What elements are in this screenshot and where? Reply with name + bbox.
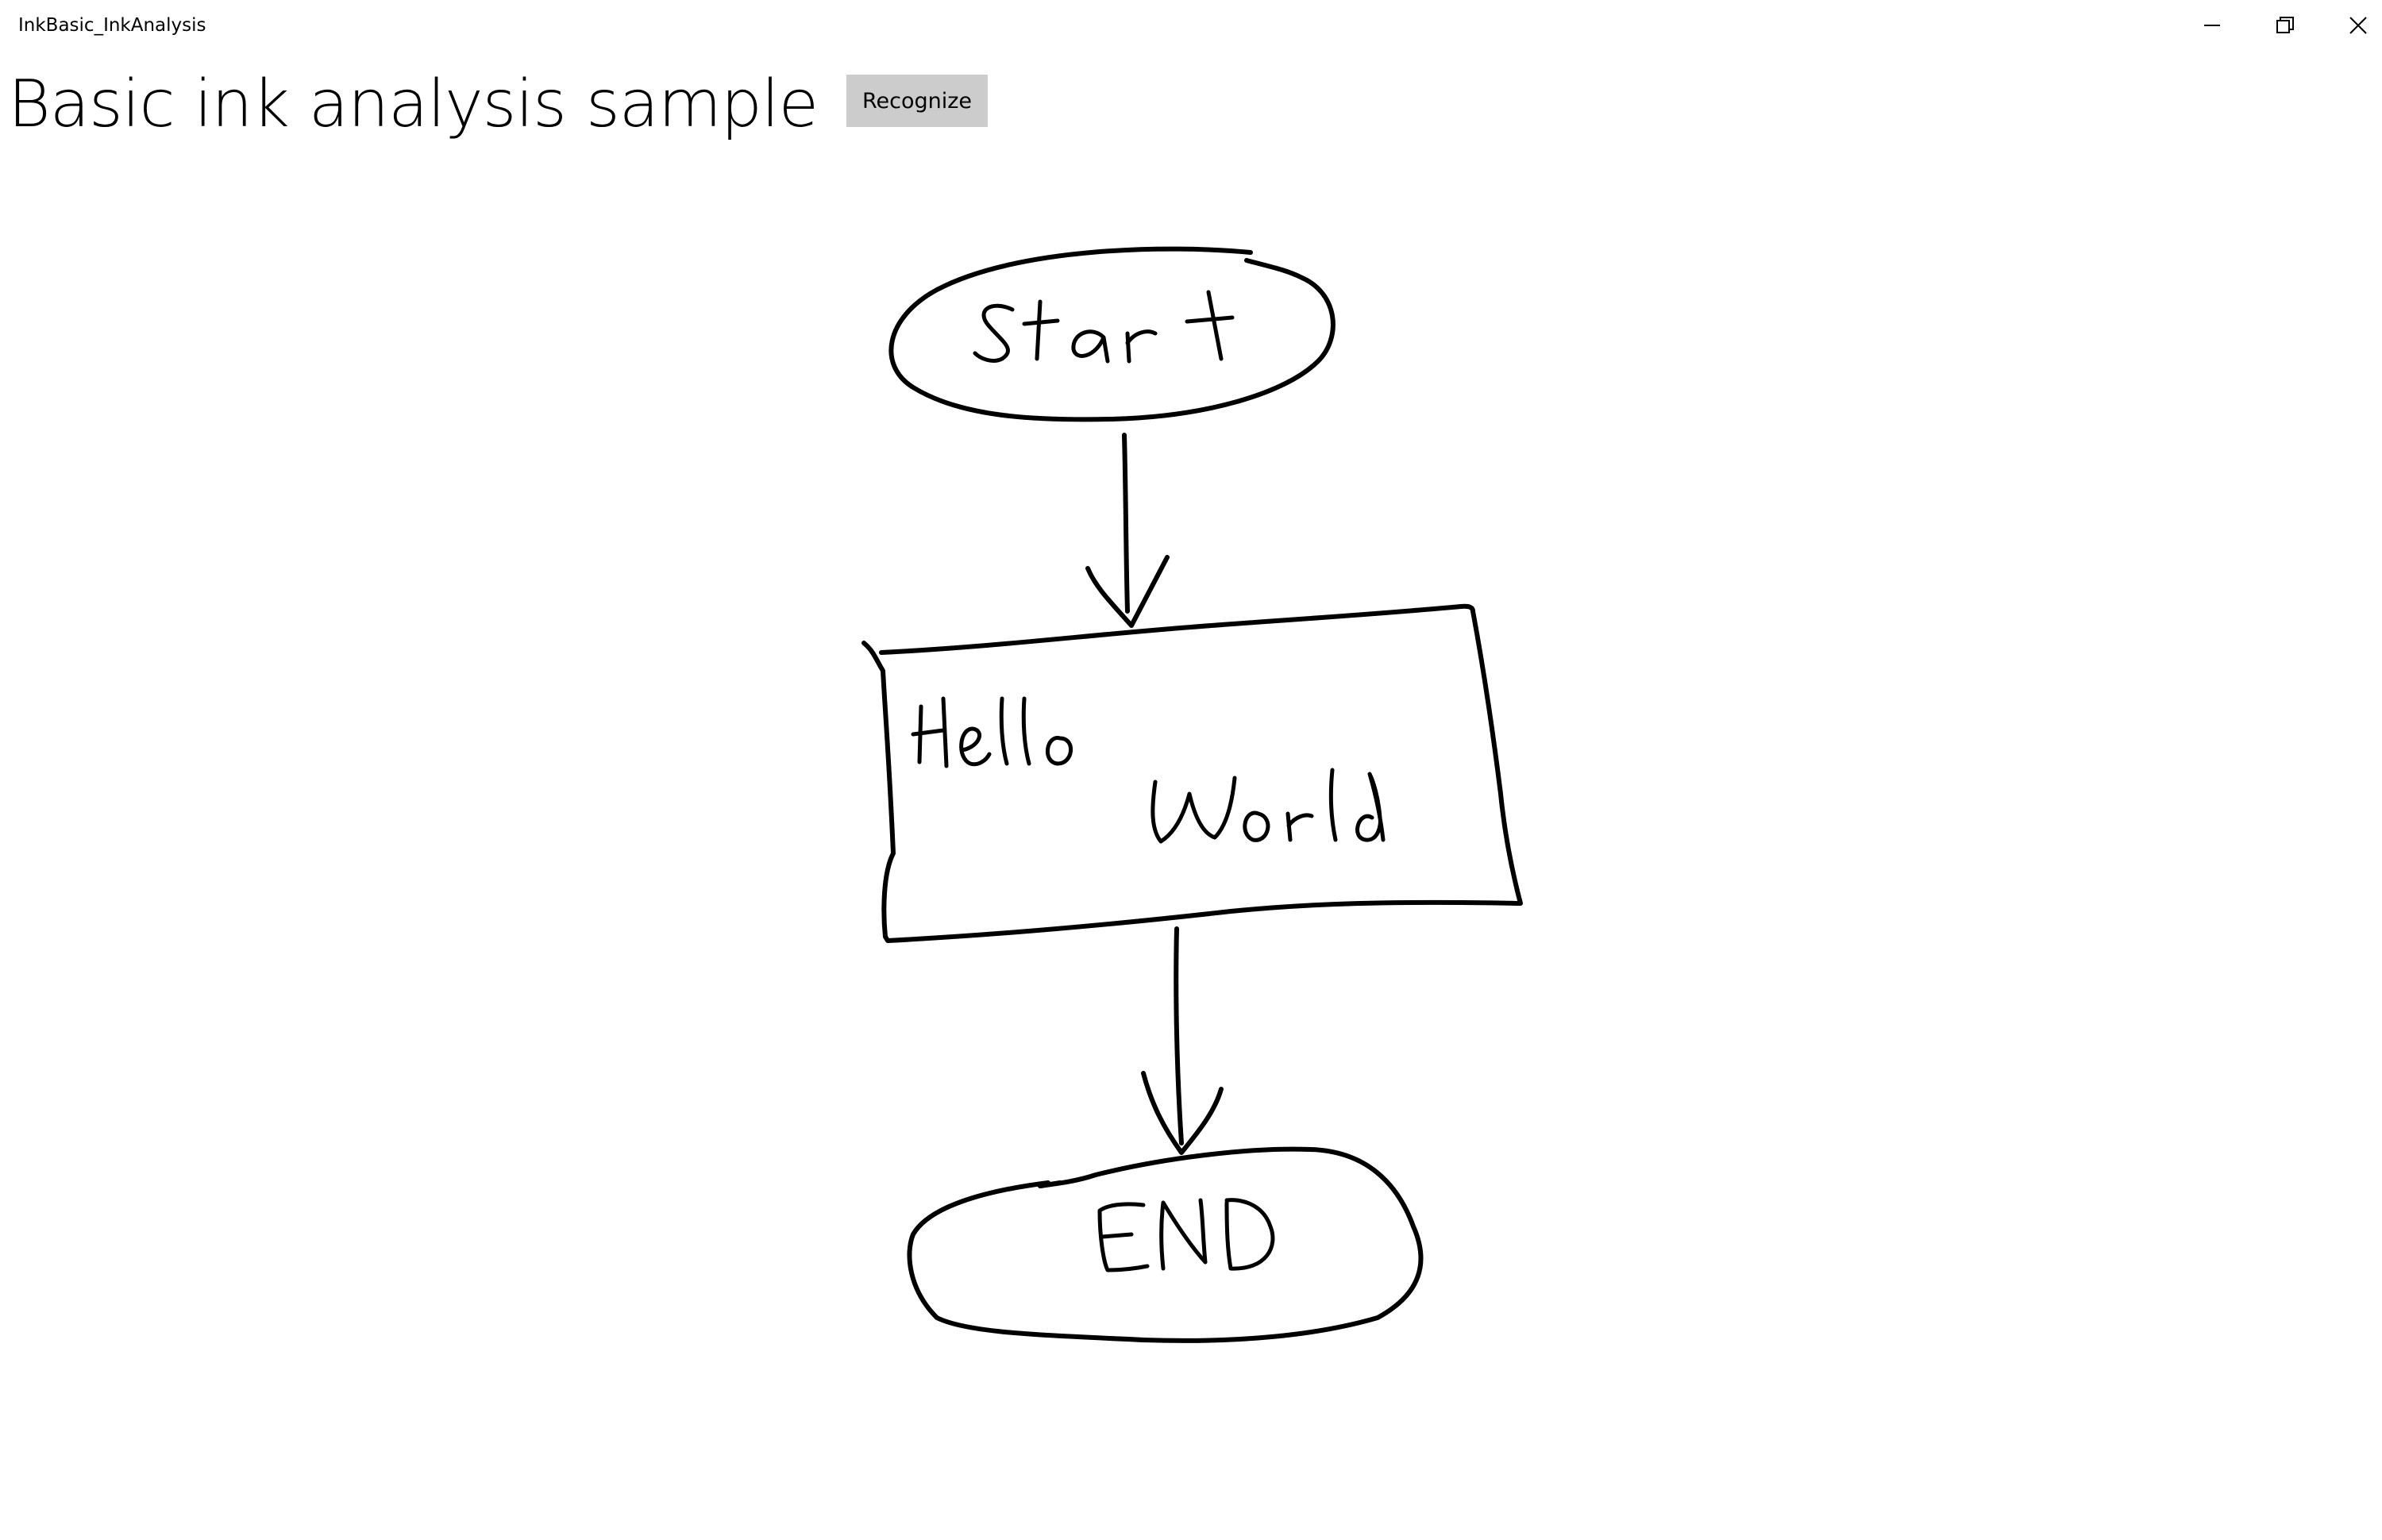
arrow-start-to-hello-shaft xyxy=(1122,433,1130,614)
minimize-button[interactable] xyxy=(2176,0,2249,51)
start-word-ink xyxy=(973,290,1235,364)
restore-icon xyxy=(2276,17,2294,33)
arrow-hello-to-end-head xyxy=(1141,1071,1224,1155)
restore-button[interactable] xyxy=(2249,0,2322,51)
page-title: Basic ink analysis sample xyxy=(8,67,819,142)
start-ellipse-stroke xyxy=(888,246,1336,422)
world-word-ink xyxy=(1151,768,1386,844)
arrow-hello-to-end-shaft xyxy=(1174,926,1184,1145)
minimize-icon xyxy=(2204,25,2220,26)
hello-world-box-stroke xyxy=(861,603,1523,943)
arrow-start-to-hello-head xyxy=(1085,555,1170,628)
recognize-button[interactable]: Recognize xyxy=(846,75,988,127)
title-bar[interactable]: InkBasic_InkAnalysis xyxy=(0,0,2382,51)
app-title: InkBasic_InkAnalysis xyxy=(18,15,206,36)
end-word-ink xyxy=(1097,1198,1275,1272)
close-button[interactable] xyxy=(2322,0,2382,51)
end-ellipse-tick xyxy=(1038,1180,1062,1188)
end-ellipse-stroke xyxy=(907,1146,1424,1343)
hello-word-ink xyxy=(911,696,1073,768)
ink-canvas[interactable] xyxy=(0,159,2382,1540)
close-icon xyxy=(2349,17,2367,34)
